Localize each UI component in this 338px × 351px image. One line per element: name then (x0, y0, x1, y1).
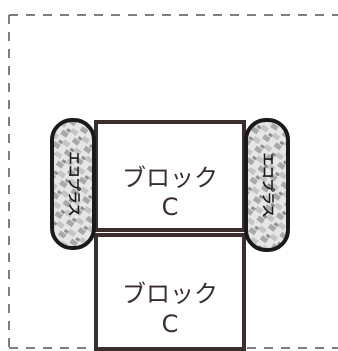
block-c-lower-box (94, 233, 246, 351)
block-c-upper-label-line1: ブロック (122, 164, 218, 192)
block-c-upper-label-line2: C (162, 193, 179, 221)
block-c-lower: ブロック C (94, 233, 246, 351)
eco-plus-pad-left: エコプラス (50, 118, 96, 250)
block-c-lower-label-line1: ブロック (122, 280, 218, 308)
eco-plus-pad-right-shape (244, 118, 290, 252)
eco-plus-pad-left-shape (50, 118, 96, 250)
block-c-upper: ブロック C (94, 120, 246, 232)
eco-plus-pad-left-label: エコプラス (66, 152, 81, 217)
eco-plus-pad-right-label: エコプラス (260, 153, 275, 218)
block-c-lower-label-line2: C (162, 310, 179, 338)
dashed-boundary (8, 14, 338, 349)
eco-plus-pad-right: エコプラス (244, 118, 290, 252)
